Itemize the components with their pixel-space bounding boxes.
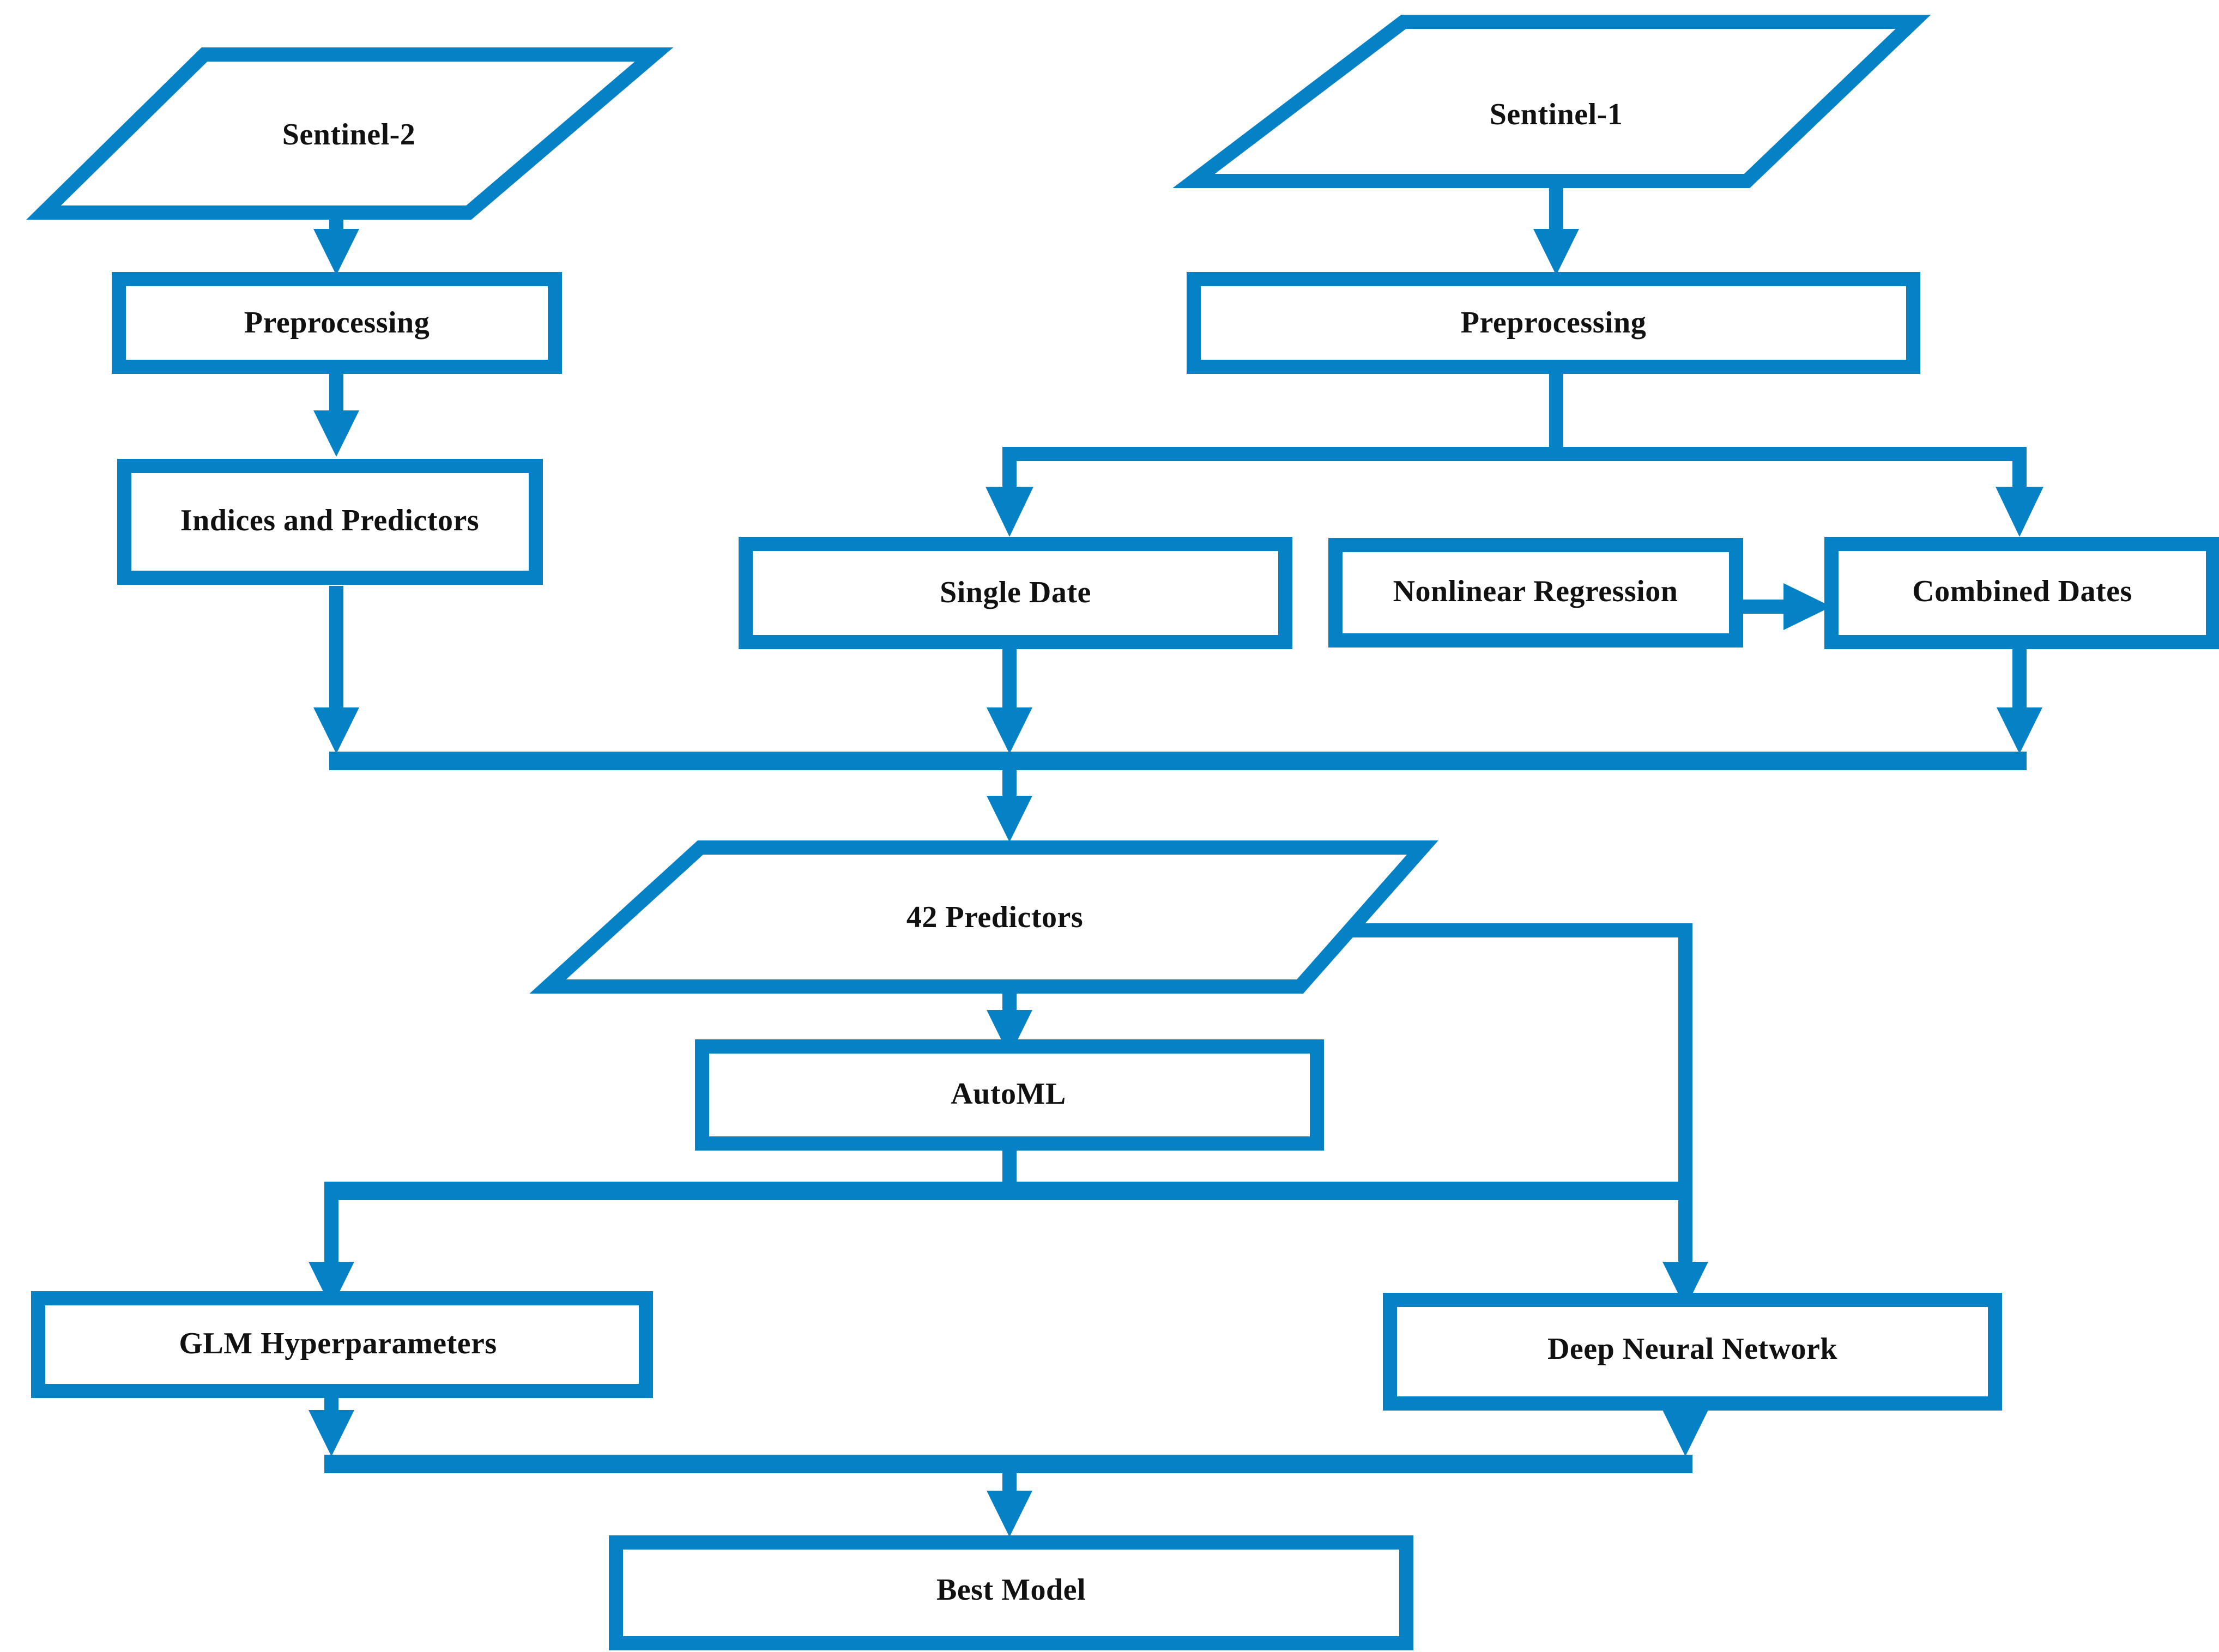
merge-bar-to-predictors — [329, 752, 2027, 842]
node-indices-and-predictors[interactable]: Indices and Predictors — [117, 459, 543, 585]
node-preprocessing-s1[interactable]: Preprocessing — [1187, 272, 1920, 374]
edge-nonlinear-to-combined — [1736, 583, 1831, 630]
edge-singledate-to-merge-bar — [987, 646, 1032, 754]
edge-sentinel2-to-preprocessing — [313, 213, 359, 275]
node-glm-hyperparameters-label: GLM Hyperparameters — [179, 1327, 497, 1360]
node-combined-dates-label: Combined Dates — [1912, 574, 2132, 608]
edge-automl-to-split-bar — [309, 1141, 1692, 1308]
node-indices-and-predictors-label: Indices and Predictors — [180, 504, 479, 537]
edge-sentinel1-to-preprocessing — [1533, 185, 1579, 275]
node-deep-neural-network[interactable]: Deep Neural Network — [1383, 1293, 2002, 1411]
edge-predictors-to-automl — [987, 991, 1032, 1056]
node-single-date[interactable]: Single Date — [739, 537, 1292, 649]
node-sentinel1[interactable]: Sentinel-1 — [1172, 15, 1931, 188]
node-deep-neural-network-label: Deep Neural Network — [1547, 1332, 1837, 1366]
edge-combined-to-merge-bar — [1997, 646, 2042, 754]
connectors-layer — [309, 185, 2043, 1537]
node-automl-label: AutoML — [951, 1077, 1066, 1111]
edge-indices-to-merge-bar — [313, 586, 359, 754]
edge-dnn-to-bottom-merge-bar — [1662, 1410, 1708, 1456]
edge-preprocessing2-to-indices — [313, 371, 359, 457]
node-42-predictors[interactable]: 42 Predictors — [529, 840, 1438, 994]
node-glm-hyperparameters[interactable]: GLM Hyperparameters — [31, 1291, 653, 1398]
node-sentinel2[interactable]: Sentinel-2 — [26, 47, 674, 220]
node-automl[interactable]: AutoML — [695, 1039, 1324, 1151]
node-preprocessing-s2-label: Preprocessing — [244, 306, 430, 340]
node-preprocessing-s1-label: Preprocessing — [1461, 306, 1646, 340]
bottom-merge-bar-to-best-model — [324, 1455, 1692, 1537]
node-sentinel2-label: Sentinel-2 — [282, 118, 416, 152]
node-single-date-label: Single Date — [940, 576, 1091, 609]
node-preprocessing-s2[interactable]: Preprocessing — [112, 272, 562, 374]
node-nonlinear-regression-label: Nonlinear Regression — [1393, 574, 1678, 608]
node-sentinel1-label: Sentinel-1 — [1490, 98, 1623, 131]
node-42-predictors-label: 42 Predictors — [906, 900, 1083, 934]
node-nonlinear-regression[interactable]: Nonlinear Regression — [1328, 538, 1743, 648]
node-best-model-label: Best Model — [936, 1573, 1086, 1607]
node-combined-dates[interactable]: Combined Dates — [1824, 537, 2219, 649]
edge-predictors-bypass-to-dnn — [1298, 923, 1708, 1308]
edge-preprocessing1-to-split-bus — [985, 371, 2043, 537]
node-best-model[interactable]: Best Model — [609, 1535, 1413, 1650]
